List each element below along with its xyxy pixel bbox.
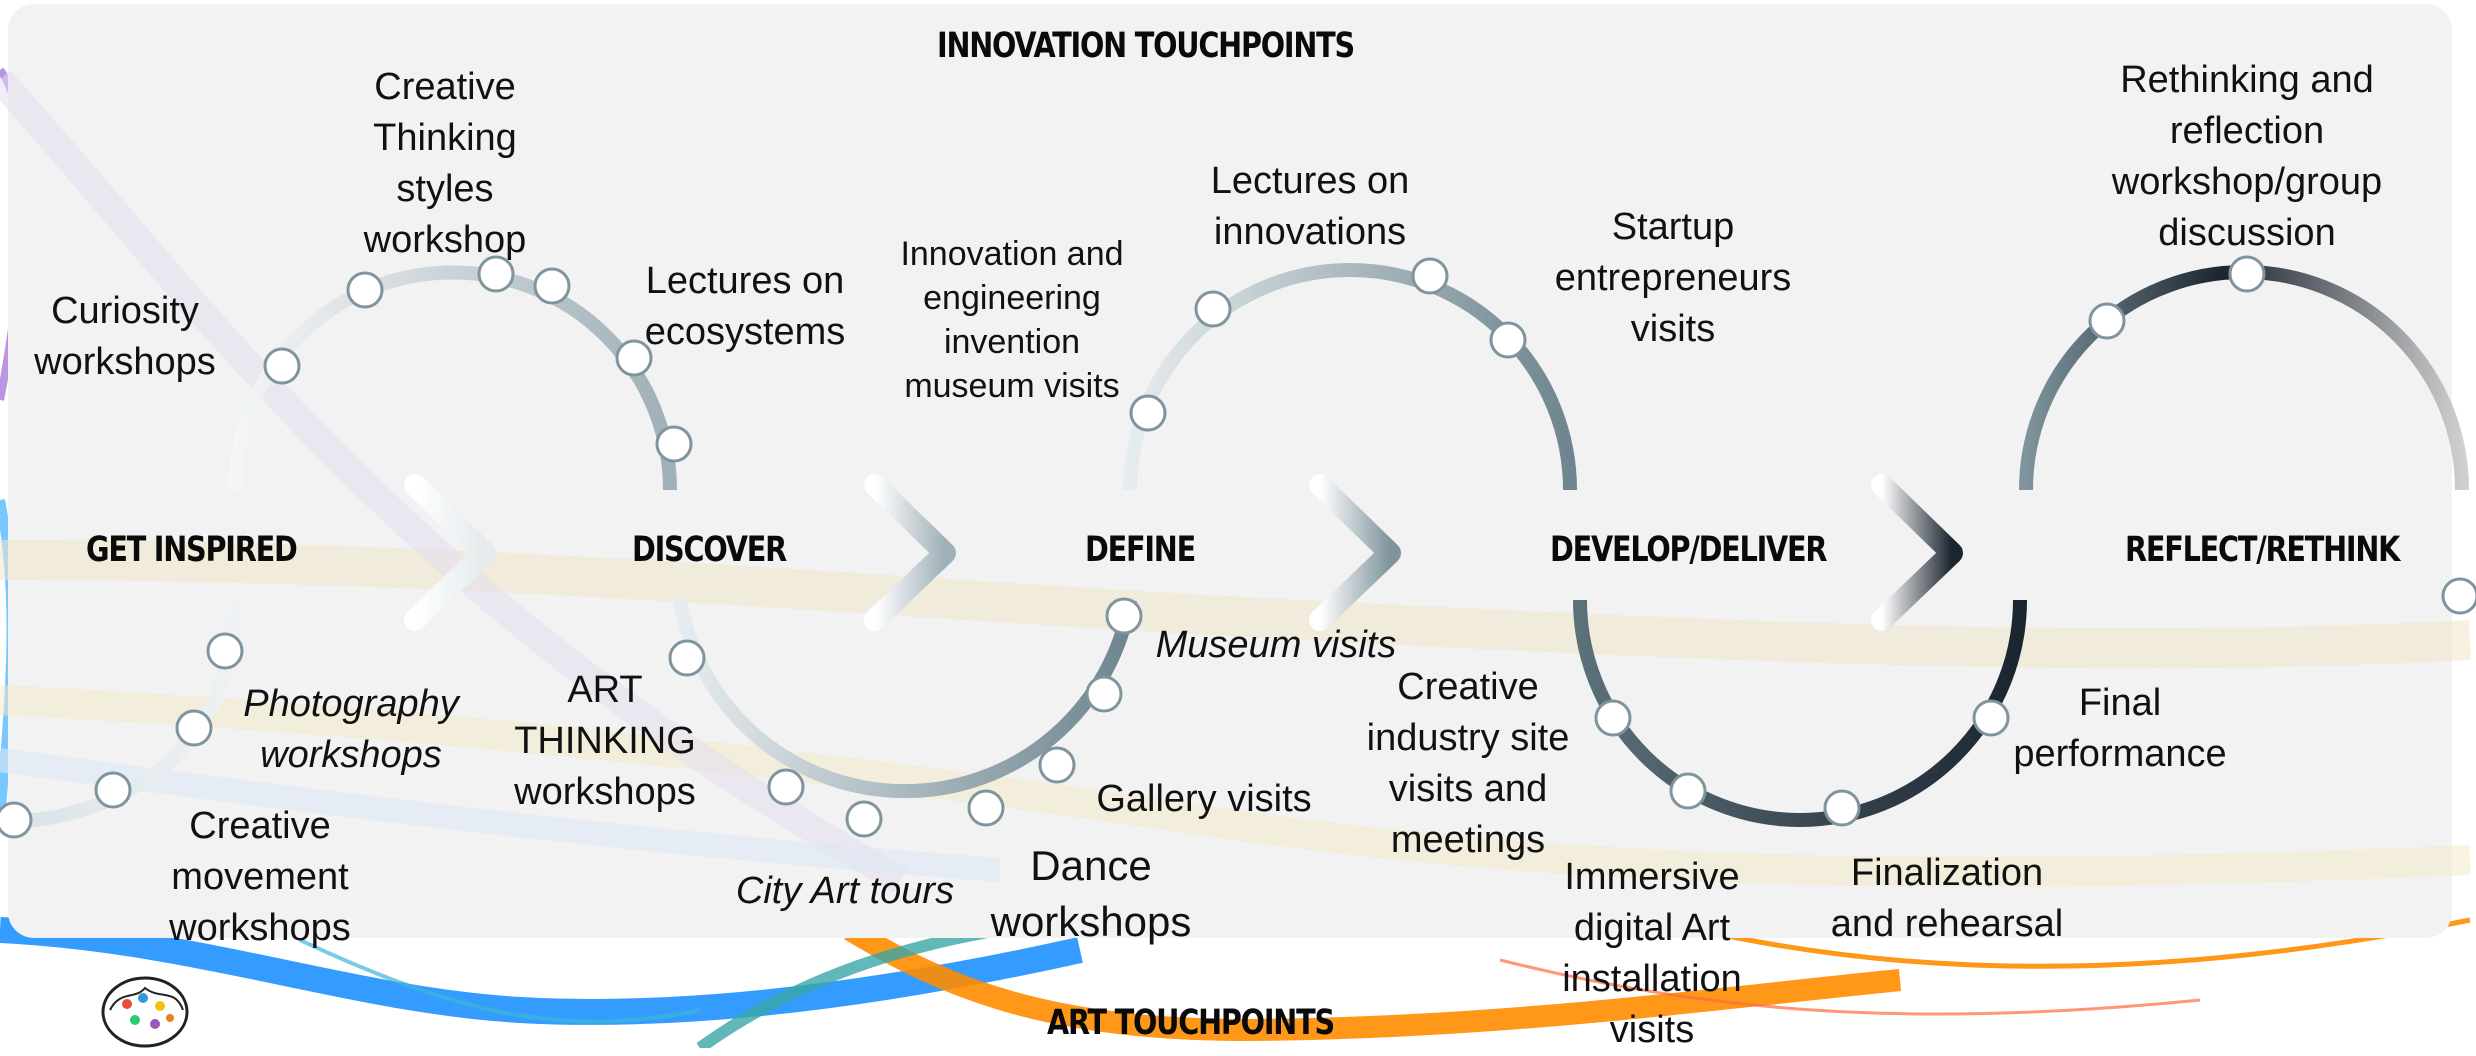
- label-city-art-tours: City Art tours: [735, 870, 955, 912]
- touchpoint-dot: [477, 255, 515, 293]
- label-creative-thinking-workshop: Creative Thinking styles workshop: [363, 66, 527, 261]
- touchpoint-dot: [767, 768, 805, 806]
- stage-discover: DISCOVER: [632, 530, 787, 570]
- arc-get-inspired-top: [228, 265, 677, 491]
- touchpoint-dot: [1823, 789, 1861, 827]
- label-gallery-visits: Gallery visits: [1096, 778, 1312, 820]
- innovation-touchpoints-header: INNOVATION TOUCHPOINTS: [937, 26, 1355, 66]
- chevron-1: [404, 474, 496, 631]
- touchpoint-dot: [2228, 255, 2266, 293]
- stage-develop-deliver: DEVELOP/DELIVER: [1550, 530, 1828, 570]
- touchpoint-dot: [1194, 290, 1232, 328]
- touchpoint-dot: [967, 789, 1005, 827]
- label-curiosity-workshops: Curiosity workshops: [34, 290, 216, 383]
- touchpoint-dot: [206, 632, 244, 670]
- label-creative-movement-workshops: Creative movement workshops: [169, 805, 351, 949]
- touchpoint-dot: [175, 709, 213, 747]
- label-museum-visits: Museum visits: [1155, 624, 1397, 666]
- diagram-panel: [8, 4, 2452, 938]
- touchpoint-dot: [668, 639, 706, 677]
- touchpoint-dot: [655, 425, 693, 463]
- touchpoint-dot: [1972, 699, 2010, 737]
- touchpoint-dot: [1669, 772, 1707, 810]
- chevron-2: [864, 474, 956, 631]
- label-final-performance: Final performance: [2013, 682, 2227, 775]
- touchpoint-dot: [263, 347, 301, 385]
- touchpoint-dot: [1489, 321, 1527, 359]
- touchpoint-dot: [1129, 394, 1167, 432]
- art-touchpoints-header: ART TOUCHPOINTS: [1047, 1003, 1335, 1043]
- chevron-3: [1309, 474, 1401, 631]
- touchpoint-dot: [1594, 699, 1632, 737]
- touchpoint-dot: [2088, 302, 2126, 340]
- touchpoint-dot: [845, 800, 883, 838]
- label-startup-visits: Startup entrepreneurs visits: [1554, 206, 1792, 350]
- label-finalization-rehearsal: Finalization and rehearsal: [1830, 852, 2064, 945]
- touchpoint-dot: [615, 339, 653, 377]
- touchpoint-dot: [1105, 597, 1143, 635]
- arc-define-top: [1123, 263, 1577, 491]
- label-art-thinking-workshops: ART THINKING workshops: [514, 669, 696, 813]
- touchpoint-dot: [0, 801, 33, 839]
- touchpoint-dot: [1038, 746, 1076, 784]
- touchpoint-dot: [2441, 577, 2476, 615]
- label-lectures-innovations: Lectures on innovations: [1210, 160, 1410, 253]
- label-dance-workshops: Dance workshops: [990, 842, 1192, 945]
- label-rethinking-reflection: Rethinking and reflection workshop/group…: [2111, 59, 2383, 254]
- touchpoint-dot: [94, 771, 132, 809]
- label-photography-workshops: Photography workshops: [243, 683, 459, 776]
- touchpoint-dot: [1085, 675, 1123, 713]
- touchpoint-dot: [1411, 257, 1449, 295]
- label-innovation-museum-visits: Innovation and engineering invention mus…: [900, 235, 1124, 405]
- stage-reflect-rethink: REFLECT/RETHINK: [2125, 530, 2400, 570]
- label-lectures-ecosystems: Lectures on ecosystems: [644, 260, 846, 353]
- stage-get-inspired: GET INSPIRED: [86, 530, 298, 570]
- chevron-4: [1871, 474, 1963, 631]
- label-creative-industry-visits: Creative industry site visits and meetin…: [1366, 666, 1570, 861]
- touchpoint-dot: [346, 271, 384, 309]
- label-immersive-installation-visits: Immersive digital Art installation visit…: [1562, 856, 1742, 1051]
- touchpoint-dot: [533, 267, 571, 305]
- stage-define: DEFINE: [1085, 530, 1196, 570]
